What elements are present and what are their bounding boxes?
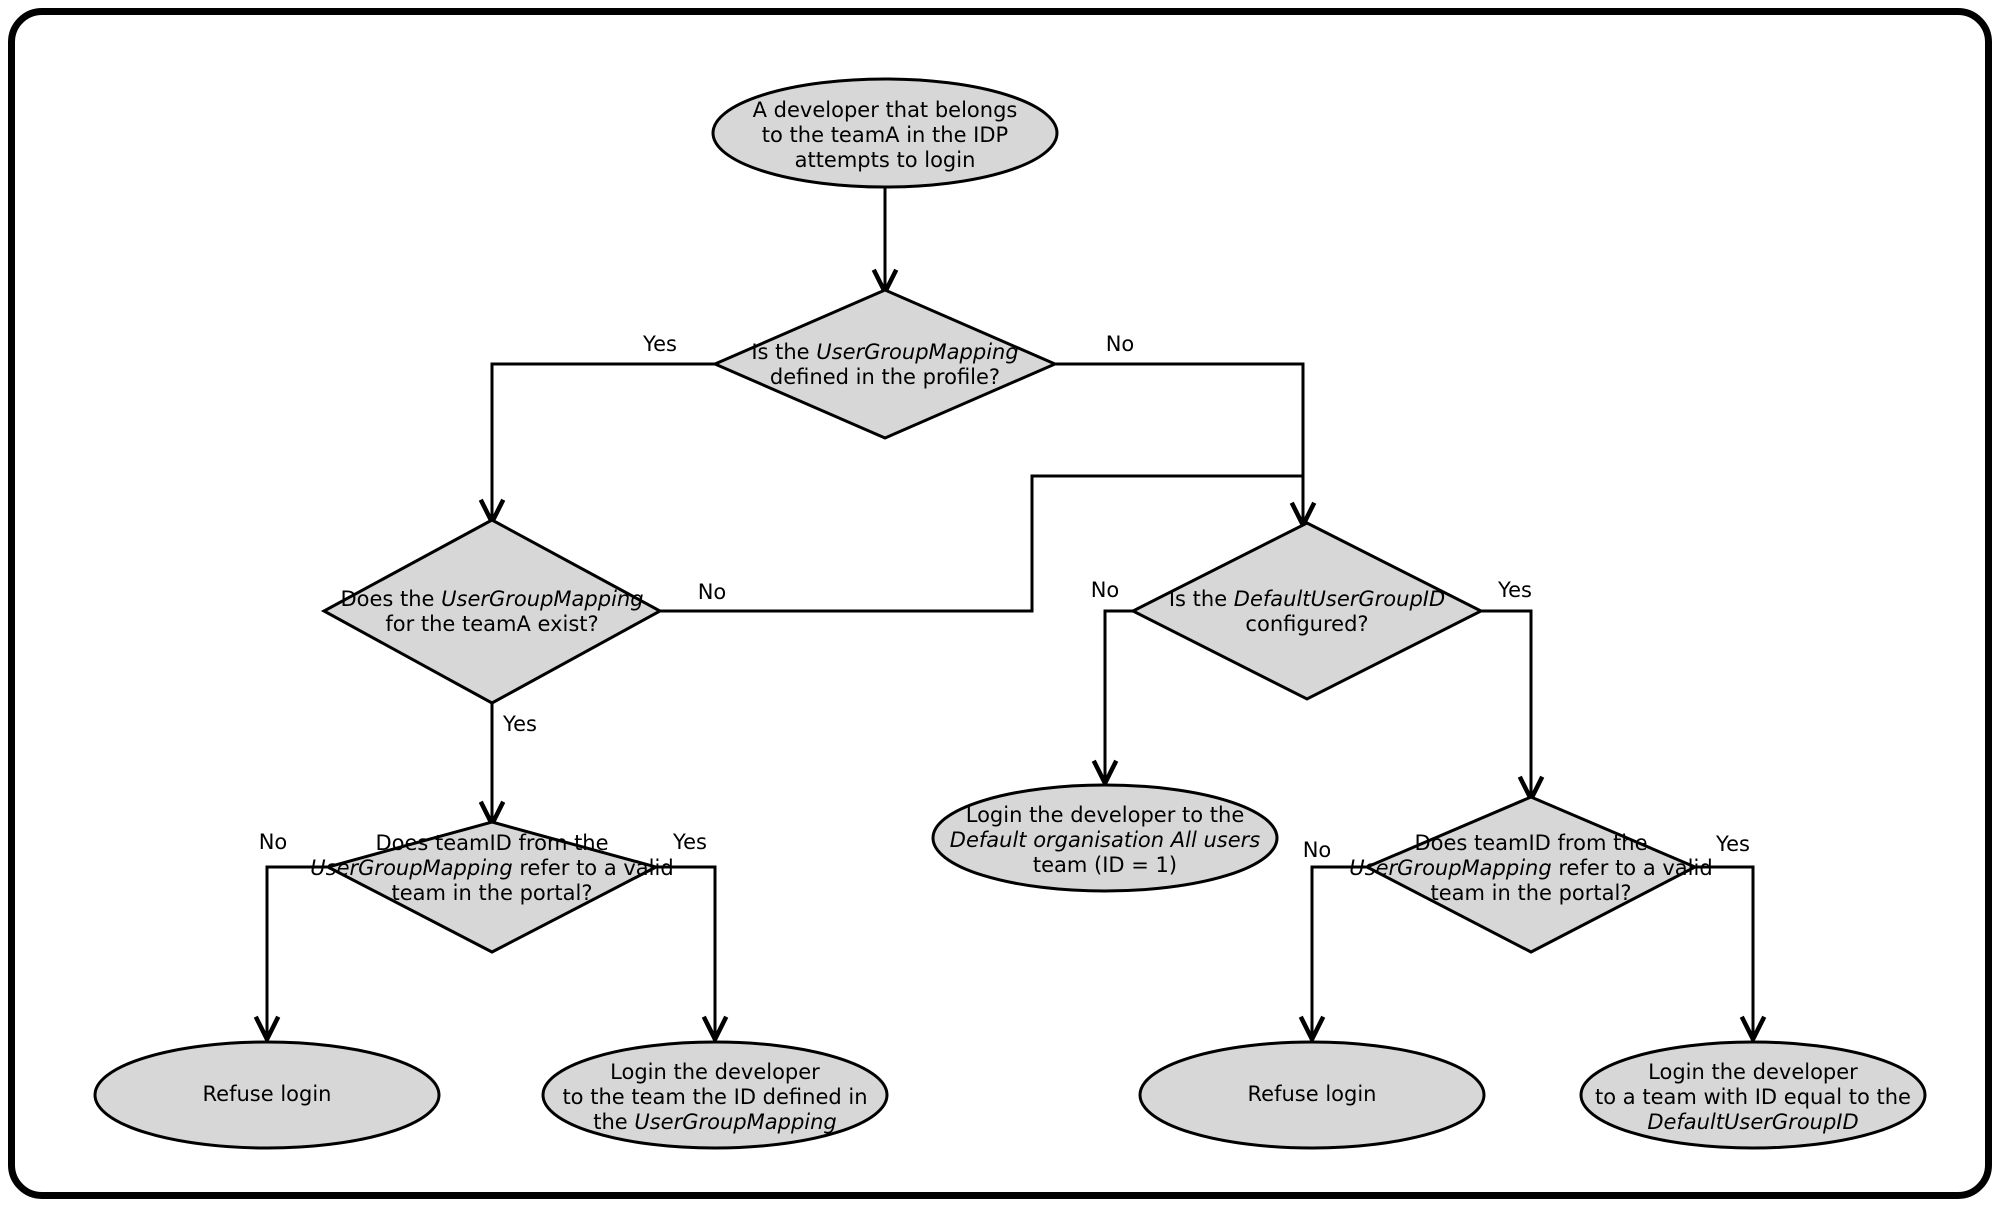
edge-d1-yes-to-d2	[492, 362, 715, 520]
node-start-line-0: A developer that belongs	[753, 98, 1018, 122]
node-d2-line-0: Does the UserGroupMapping	[340, 587, 643, 611]
node-d1-line-0: Is the UserGroupMapping	[751, 340, 1018, 364]
node-e4-shape	[1138, 1040, 1486, 1150]
node-e4-line-0: Refuse login	[1248, 1082, 1377, 1106]
edge-d3-no-to-e1	[1105, 609, 1133, 781]
edge-d5-no-to-e4	[1312, 865, 1367, 1037]
edge-label-d2-no: No	[698, 580, 727, 604]
node-decision-usergroupmapping-teama-exists[interactable]: Does the UserGroupMapping for the teamA …	[320, 518, 664, 705]
node-e3-line-1: to the team the ID defined in	[562, 1085, 867, 1109]
node-d4-line-2: team in the portal?	[391, 881, 592, 905]
edge-d4-yes-to-e3	[656, 865, 715, 1037]
node-d5-line-1: UserGroupMapping refer to a valid	[1349, 856, 1712, 880]
edge-label-d3-no: No	[1091, 578, 1120, 602]
edge-d5-yes-to-e5	[1695, 865, 1753, 1037]
node-d4-line-0: Does teamID from the	[375, 831, 608, 855]
node-e2-line-0: Refuse login	[203, 1082, 332, 1106]
node-d1-shape	[711, 288, 1059, 440]
node-d5-line-2: team in the portal?	[1430, 881, 1631, 905]
diagram-frame: Yes No No Yes No Yes No Yes No Yes A dev…	[8, 8, 1992, 1199]
node-start-line-2: attempts to login	[795, 148, 976, 172]
edge-label-d4-no: No	[259, 830, 288, 854]
node-d5-shape	[1363, 795, 1699, 954]
node-start-line-1: to the teamA in the IDP	[762, 123, 1008, 147]
node-e1-line-0: Login the developer to the	[966, 803, 1245, 827]
node-d2-shape	[320, 518, 664, 705]
node-e3-shape	[541, 1040, 889, 1150]
node-e5-shape	[1579, 1040, 1927, 1150]
node-decision-teamid-valid-right[interactable]: Does teamID from the UserGroupMapping re…	[1349, 795, 1713, 954]
node-d4-shape	[323, 820, 661, 954]
edges-layer	[267, 160, 1753, 1037]
node-login-default-organisation[interactable]: Login the developer to the Default organ…	[931, 783, 1279, 893]
edge-label-d1-no: No	[1106, 332, 1135, 356]
node-e1-shape	[931, 783, 1279, 893]
node-e5-line-2: DefaultUserGroupID	[1647, 1110, 1858, 1134]
node-login-team-default-id[interactable]: Login the developer to a team with ID eq…	[1579, 1040, 1927, 1150]
node-d3-line-0: Is the DefaultUserGroupID	[1169, 587, 1445, 611]
node-d3-line-1: configured?	[1245, 612, 1368, 636]
edge-label-d3-yes: Yes	[1497, 578, 1532, 602]
node-e2-shape	[93, 1040, 441, 1150]
node-start-shape	[711, 77, 1059, 189]
node-e5-line-0: Login the developer	[1648, 1060, 1858, 1084]
node-d2-line-1: for the teamA exist?	[385, 612, 598, 636]
edge-label-d2-yes: Yes	[502, 712, 537, 736]
edge-label-d5-no: No	[1303, 838, 1332, 862]
node-refuse-login-left[interactable]: Refuse login	[93, 1040, 441, 1150]
node-decision-defaultusergroupid-configured[interactable]: Is the DefaultUserGroupID configured?	[1129, 521, 1485, 701]
edge-d1-no-to-d3	[1055, 362, 1303, 523]
edge-labels-layer: Yes No No Yes No Yes No Yes No Yes	[259, 332, 1750, 862]
node-d3-shape	[1129, 521, 1485, 701]
node-e3-line-2: the UserGroupMapping	[593, 1110, 837, 1134]
node-login-team-from-mapping[interactable]: Login the developer to the team the ID d…	[541, 1040, 889, 1150]
node-refuse-login-right[interactable]: Refuse login	[1138, 1040, 1486, 1150]
node-decision-teamid-valid-left[interactable]: Does teamID from the UserGroupMapping re…	[310, 820, 674, 954]
node-d5-line-0: Does teamID from the	[1414, 831, 1647, 855]
node-start[interactable]: A developer that belongs to the teamA in…	[711, 77, 1059, 189]
node-decision-usergroupmapping-defined[interactable]: Is the UserGroupMapping defined in the p…	[711, 288, 1059, 440]
edge-label-d4-yes: Yes	[672, 830, 707, 854]
edge-d3-yes-to-d5	[1481, 609, 1531, 797]
node-d4-line-1: UserGroupMapping refer to a valid	[310, 856, 673, 880]
node-e5-line-1: to a team with ID equal to the	[1595, 1085, 1911, 1109]
edge-d4-no-to-e2	[267, 865, 328, 1037]
node-e1-line-2: team (ID = 1)	[1033, 853, 1177, 877]
node-e3-line-0: Login the developer	[610, 1060, 820, 1084]
edge-label-d1-yes: Yes	[642, 332, 677, 356]
node-e1-line-1: Default organisation All users	[950, 828, 1260, 852]
flowchart-canvas: Yes No No Yes No Yes No Yes No Yes A dev…	[93, 77, 1927, 1150]
edge-d2-no-merge	[660, 474, 1303, 613]
node-d1-line-1: defined in the profile?	[770, 365, 1000, 389]
edge-label-d5-yes: Yes	[1715, 832, 1750, 856]
